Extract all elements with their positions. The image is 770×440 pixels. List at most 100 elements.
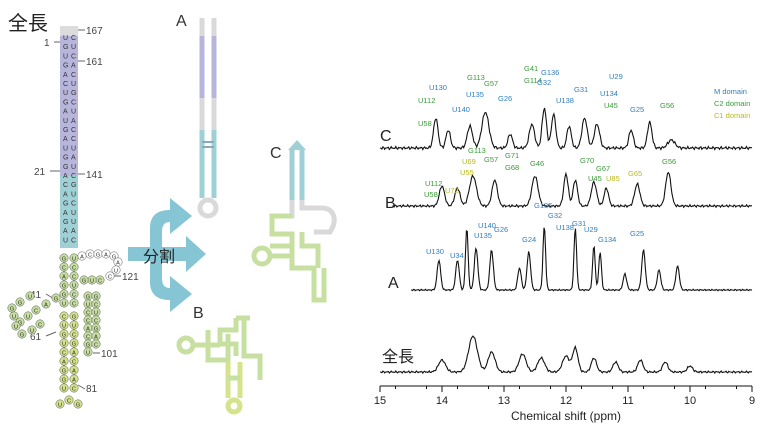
- stem-nucleotide: G: [63, 127, 68, 134]
- marker-61: 61: [30, 332, 42, 343]
- bead-letter: G: [96, 252, 100, 258]
- domain-legend: M domain C2 domain C1 domain: [714, 87, 750, 120]
- stem-nucleotide: U: [71, 145, 76, 152]
- nucleotide-bead: [59, 289, 69, 299]
- nucleotide-bead: [69, 320, 79, 330]
- bead-letter: G: [62, 292, 66, 298]
- bead-letter: U: [86, 302, 90, 308]
- nucleotide-bead: [69, 262, 79, 272]
- bead-letter: A: [80, 254, 84, 260]
- bead-letter: A: [44, 302, 48, 308]
- stem-nucleotide: A: [63, 72, 68, 79]
- peak-label: U138: [556, 223, 574, 232]
- x-tick-label: 11: [622, 395, 633, 407]
- nucleotide-bead: [41, 299, 51, 309]
- nucleotide-bead: [64, 395, 74, 405]
- peak-label: G25: [630, 105, 644, 114]
- peak-labels: U130U112U58U135U140G113G57G26G41G114G136…: [418, 64, 676, 260]
- peak-label: G24: [522, 235, 536, 244]
- bead-letter: A: [94, 334, 98, 340]
- bead-letter: A: [104, 252, 108, 258]
- stem-nucleotide: U: [63, 145, 68, 152]
- bead-letter: A: [72, 350, 76, 356]
- bead-letter: U: [90, 278, 94, 284]
- nucleotide-bead: [69, 329, 79, 339]
- nucleotide-bead: [59, 338, 69, 348]
- stem-nucleotide: C: [71, 201, 76, 208]
- bead-letter: U: [72, 323, 76, 329]
- peak-label: U112: [425, 179, 442, 188]
- stem-nucleotide: G: [63, 219, 68, 226]
- peak-label: U29: [584, 225, 598, 234]
- nucleotide-bead: [69, 347, 79, 357]
- peak-label: U45: [604, 101, 618, 110]
- x-tick-label: 13: [498, 395, 510, 407]
- bead-letter: G: [72, 341, 76, 347]
- bead-letter: G: [18, 300, 22, 306]
- fragment-a-label: A: [176, 13, 187, 30]
- nucleotide-bead: [59, 374, 69, 384]
- stem-nucleotide: U: [63, 118, 68, 125]
- stem-nucleotide: C: [71, 72, 76, 79]
- peak-label: U69: [462, 157, 476, 166]
- peak-label: G113: [467, 73, 485, 82]
- nucleotide-bead: [51, 293, 61, 303]
- peak-label: G46: [530, 159, 544, 168]
- stem-nucleotide: A: [71, 228, 76, 235]
- stem-nucleotide: G: [63, 99, 68, 106]
- peak-label: U130: [429, 83, 447, 92]
- bead-letter: A: [116, 260, 120, 266]
- stem-nucleotide: C: [71, 53, 76, 60]
- bead-letter: G: [18, 320, 22, 326]
- bead-letter: C: [38, 322, 42, 328]
- bead-letter: C: [62, 314, 66, 320]
- spectrum-b-label: B: [385, 195, 396, 212]
- marker-141: 141: [86, 170, 103, 181]
- peak-label: G136: [541, 68, 559, 77]
- bead-letter: C: [108, 274, 112, 280]
- split-label: 分割: [143, 247, 175, 266]
- x-axis-title: Chemical shift (ppm): [511, 409, 621, 423]
- x-tick-label: 10: [684, 395, 696, 407]
- marker-161: 161: [86, 57, 103, 68]
- bead-letter: C: [34, 308, 38, 314]
- fragment-c-label: C: [270, 145, 282, 162]
- spectrum-c-label: C: [380, 128, 392, 145]
- peak-label: G56: [660, 101, 674, 110]
- bead-letter: C: [72, 274, 76, 280]
- peak-label: U135: [466, 90, 484, 99]
- nucleotide-bead: [23, 311, 33, 321]
- peak-label: U34: [450, 251, 464, 260]
- spectrum-full-trace: [379, 335, 753, 375]
- stem-nucleotide: U: [71, 81, 76, 88]
- x-tick-label: 14: [436, 395, 448, 407]
- nucleotide-bead: [69, 374, 79, 384]
- bead-letter: U: [114, 268, 118, 274]
- nucleotide-bead: [59, 356, 69, 366]
- bead-letter: G: [10, 306, 14, 312]
- fragment-cartoons: 分割 A C: [128, 13, 337, 415]
- bead-letter: U: [58, 402, 62, 408]
- peak-label: G31: [574, 85, 588, 94]
- bead-letter: G: [62, 332, 66, 338]
- nucleotide-bead: [69, 356, 79, 366]
- stem-nucleotide: U: [71, 210, 76, 217]
- peak-label: G136: [534, 201, 552, 210]
- marker-41: 41: [30, 290, 42, 301]
- bead-letter: G: [72, 314, 76, 320]
- bead-letter: G: [94, 294, 98, 300]
- nucleotide-bead: [7, 303, 17, 313]
- peak-label: U29: [609, 72, 623, 81]
- bead-letter: C: [86, 318, 90, 324]
- stem-nucleotide: A: [63, 228, 68, 235]
- bead-letter: C: [94, 302, 98, 308]
- spectrum-a-trace: [410, 227, 753, 292]
- stem-nucleotide: U: [71, 109, 76, 116]
- nucleotide-bead: [55, 399, 65, 409]
- bead-letter: C: [88, 252, 92, 258]
- bead-letter: U: [30, 328, 34, 334]
- stem-c2-domain-box: [60, 176, 78, 248]
